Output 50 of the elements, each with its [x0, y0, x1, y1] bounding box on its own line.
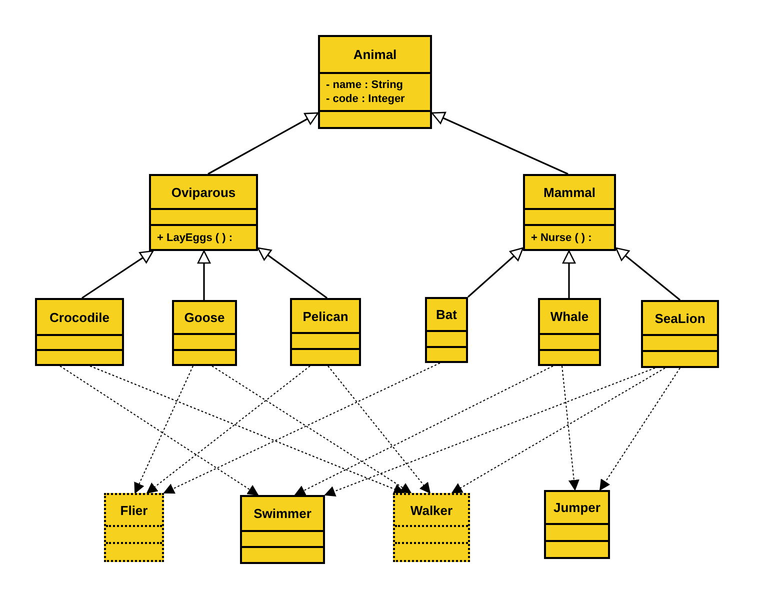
- dependency-arrow: [163, 362, 440, 494]
- attribute-text: - name : String: [326, 78, 404, 92]
- class-name: Goose: [184, 310, 225, 325]
- class-box: [172, 300, 237, 366]
- inheritance-arrow: [82, 250, 154, 299]
- class-name: Crocodile: [50, 310, 110, 324]
- class-name: Bat: [436, 307, 457, 322]
- dependency-arrow: [146, 366, 310, 494]
- class-name: Walker: [410, 502, 453, 518]
- inheritance-arrow: [257, 247, 328, 299]
- inheritance-arrow: [562, 250, 576, 298]
- inheritance-arrow: [615, 247, 680, 301]
- class-box: [641, 300, 719, 368]
- class-name: Mammal: [543, 184, 596, 200]
- dependency-arrow: [562, 366, 580, 491]
- class-box: [523, 174, 616, 251]
- class-box: [425, 297, 468, 363]
- dependency-arrow: [60, 366, 259, 496]
- inheritance-arrow: [431, 112, 568, 175]
- inheritance-arrow: [467, 247, 524, 298]
- class-box: [149, 174, 258, 251]
- class-name: Oviparous: [171, 184, 236, 200]
- class-box: [544, 490, 610, 559]
- dependency-arrow: [324, 368, 656, 496]
- inheritance-arrow: [197, 250, 211, 300]
- dependency-arrow: [212, 366, 412, 494]
- class-box: [318, 35, 432, 129]
- dependency-arrow: [294, 366, 554, 496]
- interface-box: [393, 493, 470, 562]
- class-name: Whale: [550, 309, 589, 324]
- class-box: [240, 495, 325, 564]
- interface-box: [104, 493, 164, 562]
- class-box: [35, 298, 124, 366]
- dependency-arrow: [90, 366, 405, 494]
- class-box: [290, 298, 361, 366]
- inheritance-arrow: [208, 112, 319, 175]
- class-name: Animal: [353, 47, 397, 62]
- class-name: Flier: [120, 502, 148, 518]
- dependency-arrow: [600, 368, 680, 491]
- method-text: + LayEggs ( ) :: [157, 230, 232, 244]
- dependency-arrow: [134, 366, 194, 494]
- attribute-text: - code : Integer: [326, 92, 405, 106]
- class-name: SeaLion: [654, 310, 706, 326]
- dependency-arrow: [451, 368, 666, 494]
- class-name: Swimmer: [254, 506, 312, 521]
- method-text: + Nurse ( ) :: [531, 230, 592, 244]
- class-name: Pelican: [302, 308, 348, 324]
- class-box: [538, 298, 601, 366]
- class-name: Jumper: [554, 500, 600, 515]
- dependency-arrow: [328, 366, 431, 494]
